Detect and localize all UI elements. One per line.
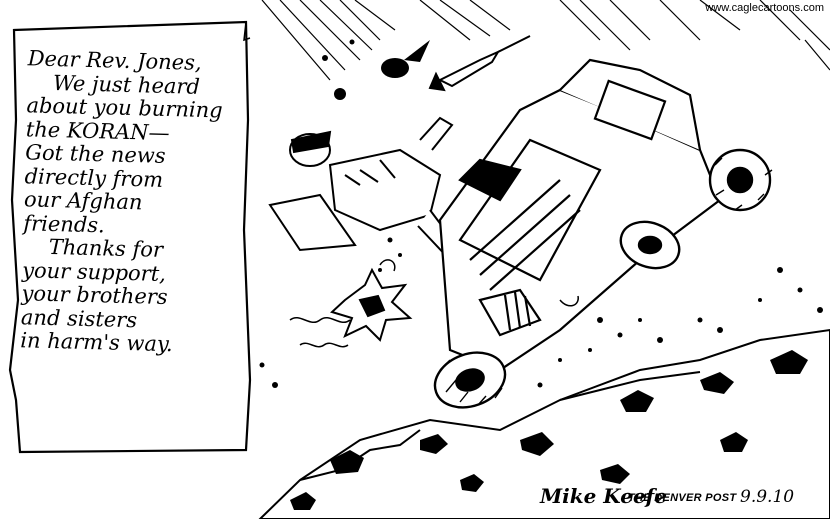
explosion <box>330 267 413 342</box>
falling-debris <box>322 39 430 100</box>
vehicle-wheels <box>433 148 772 409</box>
soldier-figure <box>268 116 462 264</box>
smoke-curls <box>289 259 579 348</box>
scattered-pebbles <box>259 237 823 388</box>
speed-lines <box>261 0 830 81</box>
watermark-url: www.caglecartoons.com <box>705 2 824 14</box>
artist-signature: Mike Keefe <box>540 484 668 508</box>
letter-paper <box>8 20 252 454</box>
rocky-ground <box>258 328 830 519</box>
publication-credit: THE DENVER POST <box>628 492 737 504</box>
ground-rocks <box>290 350 808 510</box>
publication-date: 9.9.10 <box>740 487 795 507</box>
tire-treads <box>439 157 773 406</box>
rocket <box>428 35 531 92</box>
tumbling-vehicle <box>438 58 722 372</box>
